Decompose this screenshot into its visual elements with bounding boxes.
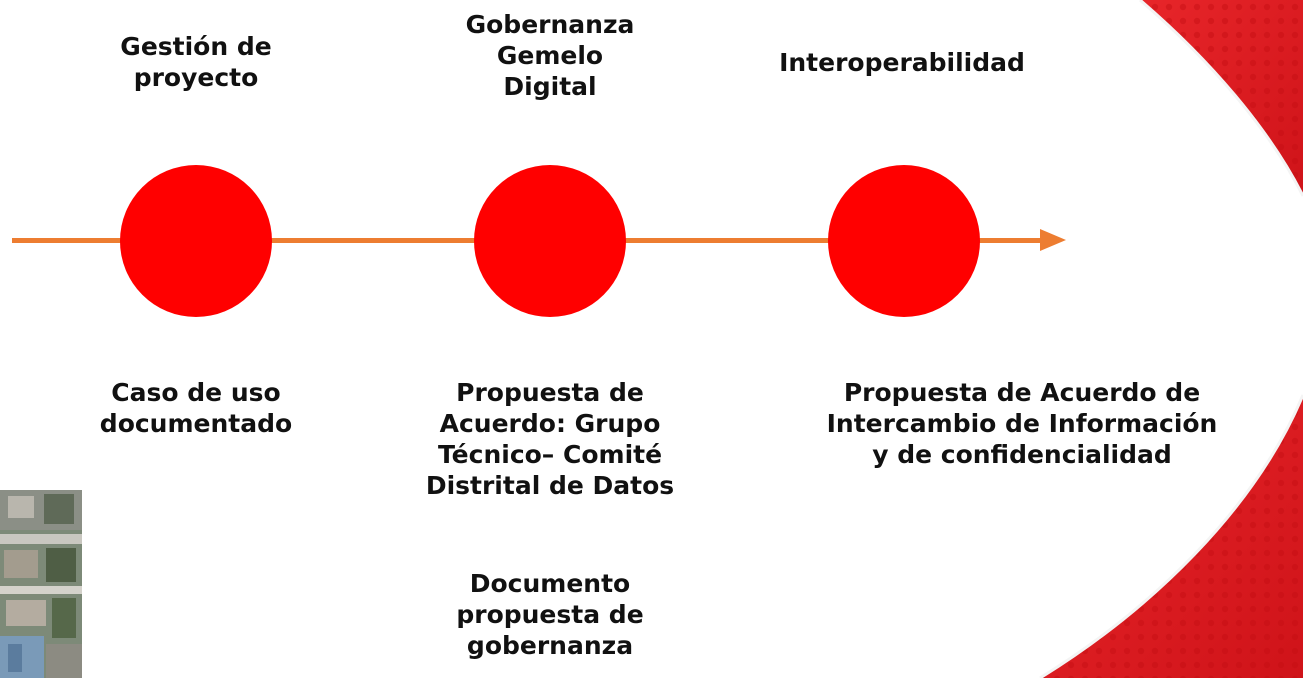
- milestone-2-title-line: Gemelo: [496, 41, 604, 70]
- milestone-1-deliverable: Caso de uso documentado: [56, 377, 336, 439]
- band-top-dots: [1140, 0, 1303, 196]
- milestone-2-deliverable-line: Acuerdo: Grupo: [439, 409, 661, 438]
- milestone-2-deliverable: Propuesta de Acuerdo: Grupo Técnico– Com…: [392, 377, 708, 501]
- milestone-1-title-line: proyecto: [133, 63, 259, 92]
- milestone-2-deliverable-extra-line: Documento: [469, 569, 631, 598]
- milestone-2-deliverable-extra-line: gobernanza: [466, 631, 634, 660]
- milestone-1-deliverable-line: documentado: [99, 409, 293, 438]
- milestone-3-deliverable-line: y de confidencialidad: [872, 440, 1172, 469]
- milestone-3-deliverable-line: Intercambio de Información: [826, 409, 1218, 438]
- milestone-circle-3: [828, 165, 980, 317]
- band-top-shape: [1140, 0, 1303, 196]
- milestone-circle-1: [120, 165, 272, 317]
- milestone-2-deliverable-line: Técnico– Comité: [437, 440, 663, 469]
- timeline-arrowhead-icon: [1040, 229, 1066, 251]
- milestone-3-deliverable: Propuesta de Acuerdo de Intercambio de I…: [772, 377, 1272, 470]
- milestone-3-title: Interoperabilidad: [732, 47, 1072, 78]
- milestone-circle-2: [474, 165, 626, 317]
- milestone-1-deliverable-line: Caso de uso: [111, 378, 281, 407]
- milestone-1-title-line: Gestión de: [120, 32, 272, 61]
- milestone-2-title-line: Digital: [503, 72, 597, 101]
- milestone-2-deliverable-line: Distrital de Datos: [425, 471, 675, 500]
- milestone-2-deliverable-extra: Documento propuesta de gobernanza: [412, 568, 688, 661]
- milestone-2-title: Gobernanza Gemelo Digital: [410, 9, 690, 102]
- milestone-2-deliverable-line: Propuesta de: [456, 378, 644, 407]
- milestone-3-deliverable-line: Propuesta de Acuerdo de: [843, 378, 1201, 407]
- aerial-city-photo: [0, 490, 82, 678]
- milestone-2-title-line: Gobernanza: [465, 10, 635, 39]
- milestone-2-deliverable-extra-line: propuesta de: [456, 600, 644, 629]
- milestone-3-title-line: Interoperabilidad: [779, 48, 1025, 77]
- milestone-1-title: Gestión de proyecto: [66, 31, 326, 93]
